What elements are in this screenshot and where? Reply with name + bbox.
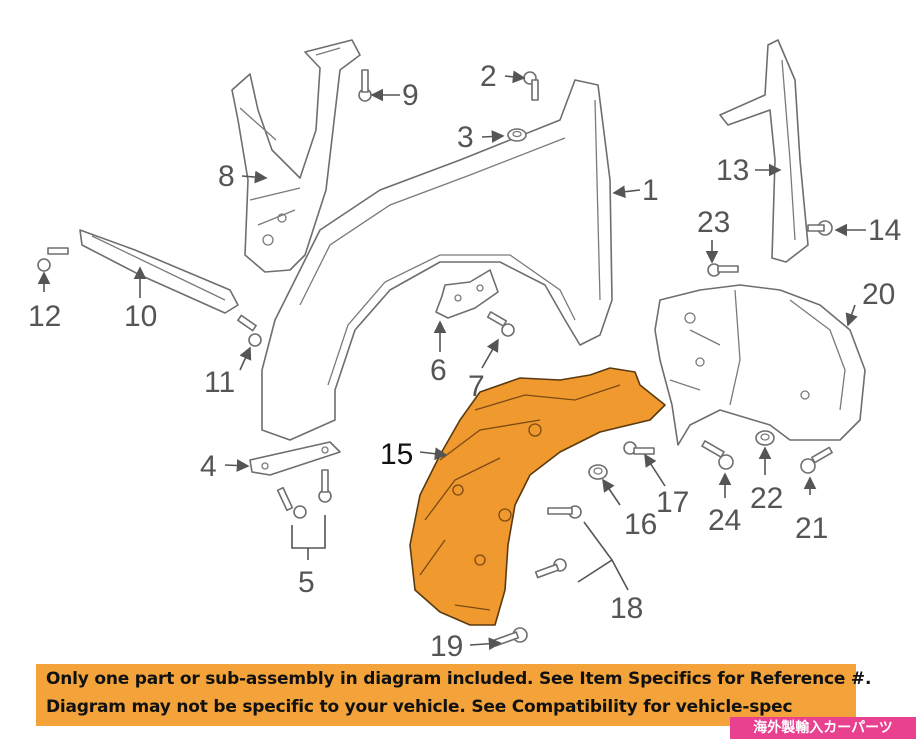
callout-12: 12: [28, 300, 61, 333]
rail-part-10: [79, 229, 239, 314]
watermark-badge: 海外製輸入カーパーツ: [730, 717, 916, 739]
callout-10: 10: [124, 300, 157, 333]
leader-lines: [37, 70, 866, 651]
disclaimer-banner: Only one part or sub-assembly in diagram…: [36, 664, 871, 726]
disclaimer-line-1: Only one part or sub-assembly in diagram…: [46, 669, 872, 689]
callout-9: 9: [402, 79, 419, 112]
callout-20: 20: [862, 278, 895, 311]
callout-3: 3: [457, 121, 474, 154]
callout-6: 6: [430, 354, 447, 387]
disclaimer-line-2: Diagram may not be specific to your vehi…: [46, 697, 793, 717]
callout-13: 13: [716, 154, 749, 187]
callout-4: 4: [200, 450, 217, 483]
callout-5: 5: [298, 566, 315, 599]
callout-14: 14: [868, 214, 901, 247]
bracket-part-4: [249, 441, 341, 476]
callout-2: 2: [480, 60, 497, 93]
liner-part-20: [654, 284, 866, 446]
callout-labels: 1 2 3 4 5 6 7 8 9 10 11 12 13 14 15 16 1…: [28, 60, 901, 663]
callout-8: 8: [218, 160, 235, 193]
callout-17: 17: [656, 486, 689, 519]
callout-16: 16: [624, 508, 657, 541]
liner-part-15-highlighted: [409, 367, 666, 626]
callout-24: 24: [708, 504, 741, 537]
callout-21: 21: [795, 512, 828, 545]
callout-11: 11: [204, 366, 235, 399]
callout-23: 23: [697, 206, 730, 239]
callout-7: 7: [468, 370, 485, 403]
strip-part-13: [719, 39, 809, 263]
callout-15: 15: [380, 438, 413, 471]
callout-18: 18: [610, 592, 643, 625]
bracket-part-6: [435, 269, 499, 319]
callout-22: 22: [750, 482, 783, 515]
callout-1: 1: [642, 174, 659, 207]
callout-19: 19: [430, 630, 463, 663]
fasteners: [37, 69, 833, 647]
fender-part-1: [261, 79, 613, 441]
bracket-part-8: [231, 39, 361, 273]
